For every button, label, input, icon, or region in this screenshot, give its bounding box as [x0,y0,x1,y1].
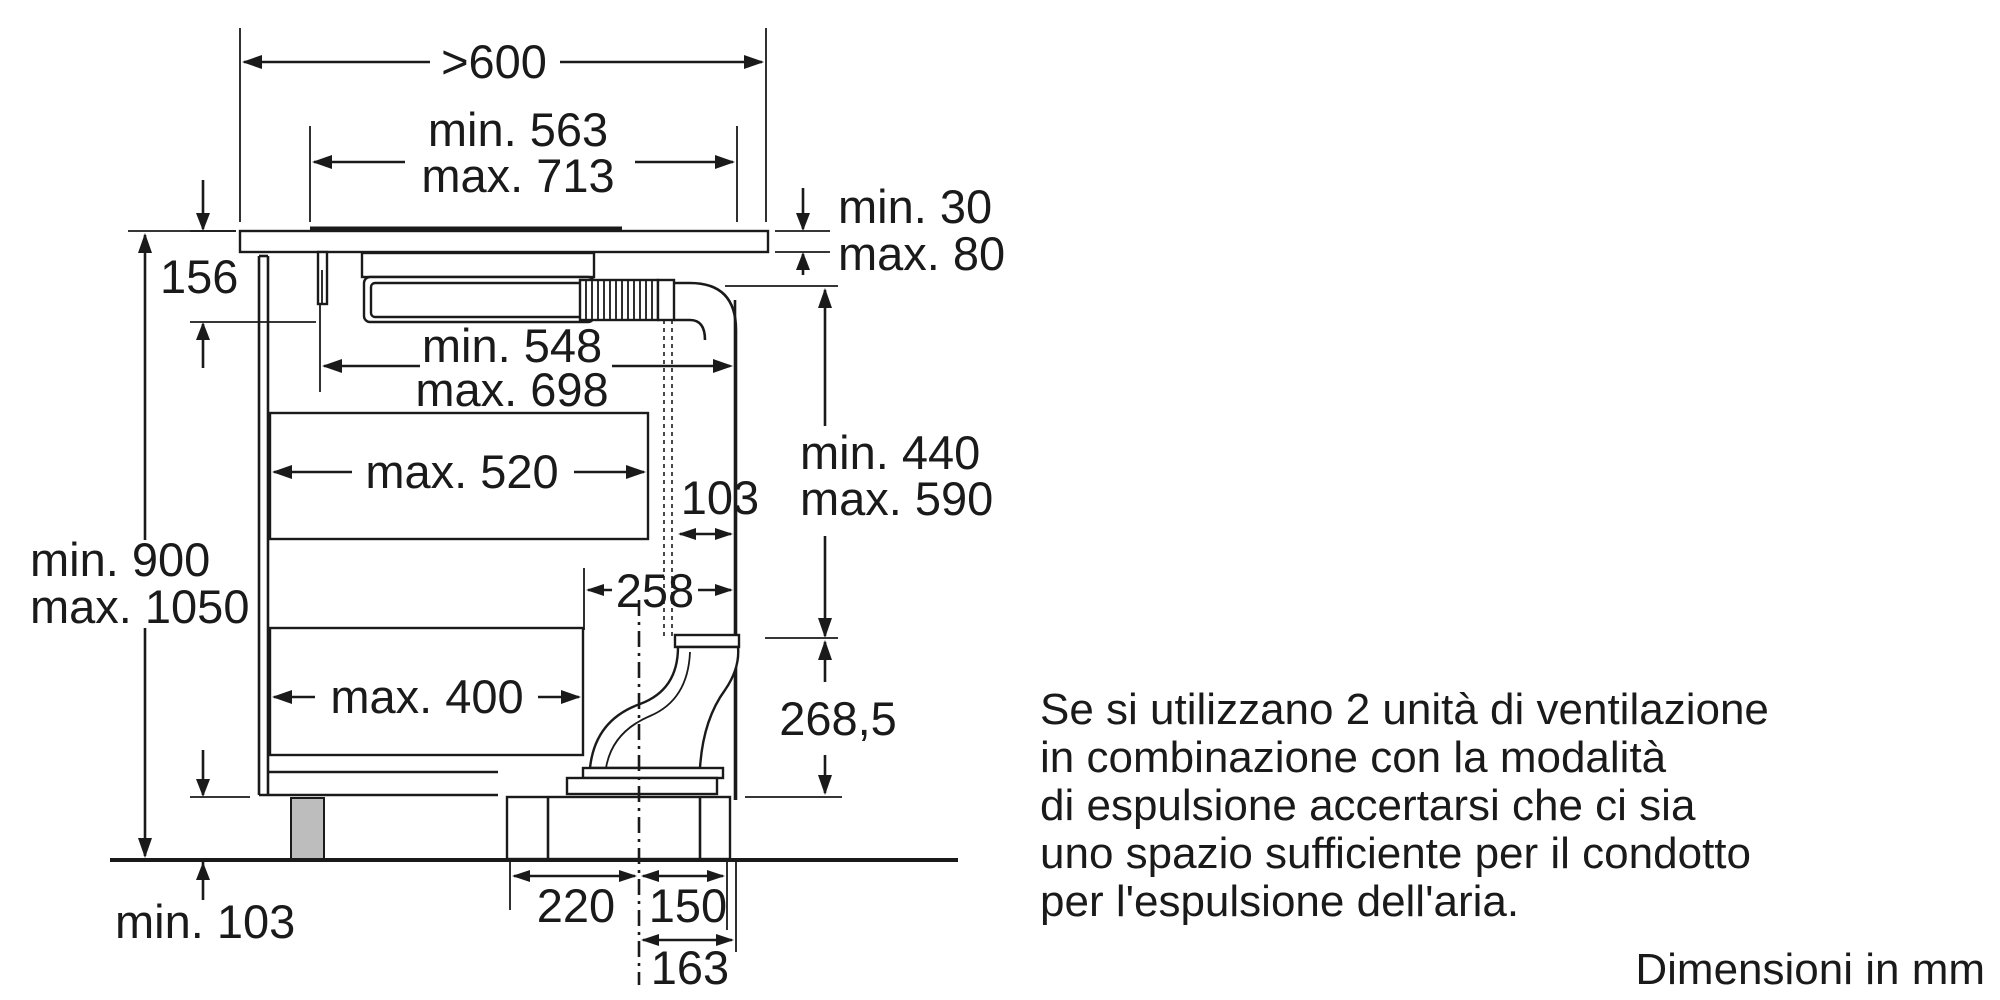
dim-width-outer: >600 [441,35,547,88]
cabinet-foot [290,797,325,861]
dim-inner-max: max. 698 [415,363,608,416]
dim-inner-min: min. 548 [422,319,602,372]
note-line-4: uno spazio sufficiente per il condotto [1040,829,1751,878]
note-line-5: per l'espulsione dell'aria. [1040,877,1519,926]
dim-duct-offset: 103 [681,471,759,524]
dim-module-height: 268,5 [779,692,897,745]
dim-upper-drawer: max. 520 [365,445,558,498]
dim-clearance-min: min. 440 [800,426,980,479]
dim-lower-drawer: max. 400 [330,670,523,723]
note-line-3: di espulsione accertarsi che ci sia [1040,781,1696,830]
dim-plinth-right: 150 [649,879,727,932]
dim-clearance-max: max. 590 [800,472,993,525]
dim-worktop-min: min. 30 [838,180,992,233]
dim-plinth-height: min. 103 [115,895,295,948]
dim-duct-reach: 258 [616,564,694,617]
dim-plinth-left: 220 [537,879,615,932]
dim-worktop-max: max. 80 [838,227,1005,280]
dim-plinth-total: 163 [651,941,729,994]
units-caption: Dimensioni in mm [1635,945,1985,994]
dim-cutout-min: min. 563 [428,103,608,156]
dim-unit-depth: 156 [160,250,238,303]
dim-cutout-max: max. 713 [421,149,614,202]
upper-drawer [268,411,650,541]
lower-drawer [268,626,585,757]
dimension-lines [128,28,842,952]
worktop [238,226,770,254]
duct-elbow [565,633,741,796]
plinth-fan-module [505,795,732,861]
note-line-2: in combinazione con la modalità [1040,733,1667,782]
dim-cabinet-max: max. 1050 [30,580,249,633]
hose-ribs [585,280,653,320]
ventilation-unit [316,250,738,800]
note-line-1: Se si utilizzano 2 unità di ventilazione [1040,685,1769,734]
dim-cabinet-min: min. 900 [30,533,210,586]
installation-note: Se si utilizzano 2 unità di ventilazione… [1040,685,1769,926]
